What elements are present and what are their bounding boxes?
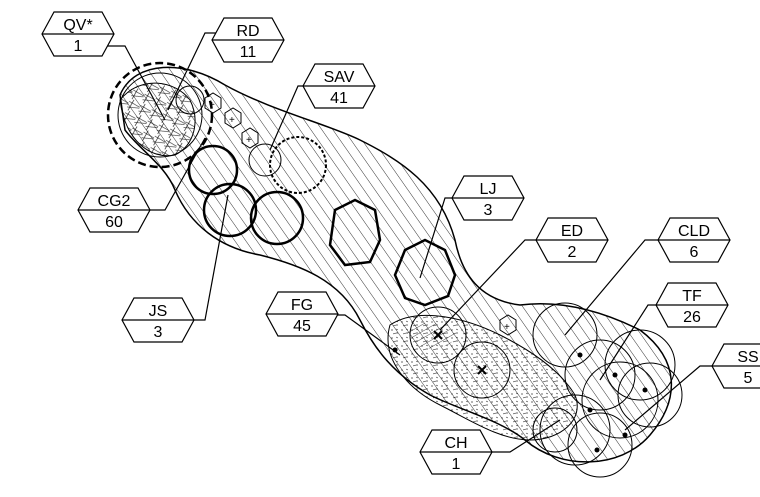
tag-count: 41 [330, 90, 348, 107]
tag-tf: TF 26 [655, 282, 729, 328]
tag-count: 1 [74, 38, 83, 55]
tree-qv-inner [117, 72, 203, 158]
planting-bed [119, 66, 672, 463]
tag-code: LJ [480, 181, 497, 198]
svg-text:+: + [229, 115, 235, 126]
tag-code: CH [444, 435, 467, 452]
shrub-ed-b [453, 341, 511, 399]
shrub-tf-c [581, 361, 659, 439]
tag-js: JS 3 [121, 297, 195, 343]
tag-sav: SAV 41 [302, 63, 376, 109]
tag-lj: LJ 3 [451, 175, 525, 221]
shrub-ed [409, 306, 467, 364]
tag-rd: RD 11 [211, 17, 285, 63]
tag-ss: SS 5 [711, 343, 760, 389]
tag-code: CLD [678, 223, 710, 240]
svg-text:+: + [504, 322, 510, 333]
tag-code: QV* [63, 17, 92, 34]
shrub-sav-b [248, 143, 282, 177]
tag-count: 26 [683, 309, 701, 326]
tag-code: ED [561, 223, 583, 240]
shrub-cg2-c [249, 190, 305, 246]
tag-count: 3 [154, 324, 163, 341]
tag-ch: CH 1 [419, 429, 493, 475]
shrub-cg2-a [187, 144, 239, 196]
svg-text:+: + [209, 100, 215, 111]
tag-count: 3 [484, 202, 493, 219]
tag-count: 5 [744, 370, 753, 387]
tag-code: TF [682, 288, 702, 305]
tree-qv-canopy [106, 61, 214, 169]
tag-code: FG [291, 297, 313, 314]
tag-count: 11 [240, 44, 257, 61]
tag-code: SAV [324, 69, 355, 86]
shrub-tf-a [564, 339, 636, 411]
tag-cg2: CG2 60 [77, 187, 151, 233]
tag-count: 6 [690, 244, 699, 261]
plant-centres [392, 330, 648, 453]
tag-code: RD [236, 23, 259, 40]
tag-qv: QV* 1 [41, 11, 115, 57]
tag-cld: CLD 6 [657, 217, 731, 263]
tag-code: JS [149, 303, 168, 320]
svg-text:+: + [246, 135, 252, 146]
shrub-ch [532, 407, 578, 453]
plant-symbols: + + + + [106, 61, 683, 478]
shrub-lj-b [393, 238, 457, 307]
tag-code: CG2 [98, 193, 131, 210]
tag-fg: FG 45 [265, 291, 339, 337]
shrub-ss-b [567, 412, 633, 478]
tag-count: 45 [293, 318, 311, 335]
tag-count: 1 [452, 456, 461, 473]
shrub-cld [532, 302, 598, 368]
shrub-sav-a [269, 136, 327, 194]
shrub-rd [175, 85, 205, 115]
tag-code: SS [737, 349, 758, 366]
shrub-tf-d [617, 362, 683, 428]
shrub-lj-a [328, 198, 382, 267]
tag-count: 60 [105, 214, 123, 231]
tag-count: 2 [568, 244, 577, 261]
tag-ed: ED 2 [535, 217, 609, 263]
shrub-cg2-b [202, 182, 258, 238]
